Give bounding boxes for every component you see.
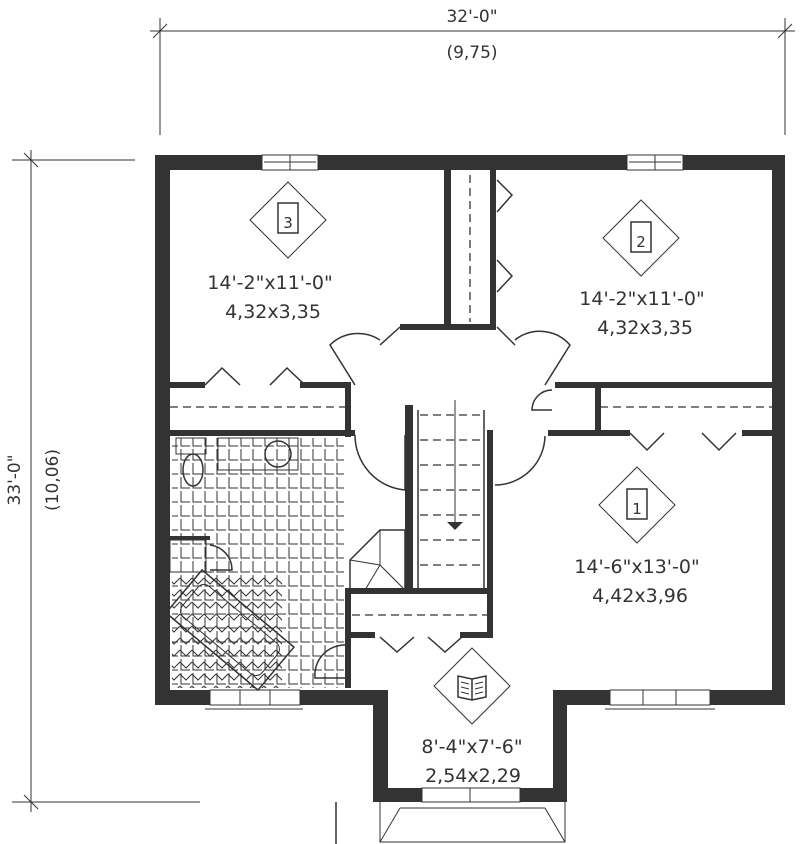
room-3-label: 3 14'-2"x11'-0" 4,32x3,35 xyxy=(207,181,333,323)
width-metric: (9,75) xyxy=(446,43,497,63)
bedroom-icon xyxy=(626,488,648,520)
room-1-label: 1 14'-6"x13'-0" 4,42x3,96 xyxy=(574,466,700,607)
sink-icon xyxy=(264,440,292,468)
bedroom-icon xyxy=(630,221,652,253)
svg-text:8'-4"x7'-6": 8'-4"x7'-6" xyxy=(421,736,522,758)
svg-text:2: 2 xyxy=(636,233,646,251)
svg-text:2,54x2,29: 2,54x2,29 xyxy=(425,765,521,787)
width-imperial: 32'-0" xyxy=(446,7,497,27)
toilet-icon xyxy=(182,453,204,487)
svg-text:1: 1 xyxy=(632,500,642,518)
study-label: 8'-4"x7'-6" 2,54x2,29 xyxy=(421,647,523,787)
bay-roof xyxy=(335,802,566,844)
bathroom-fixtures xyxy=(164,437,344,692)
bedroom-icon xyxy=(277,202,299,234)
room-2-label: 2 14'-2"x11'-0" 4,32x3,35 xyxy=(579,199,705,339)
svg-text:3: 3 xyxy=(283,214,293,232)
depth-metric: (10,06) xyxy=(43,449,63,511)
svg-text:4,32x3,35: 4,32x3,35 xyxy=(225,301,321,323)
svg-text:14'-2"x11'-0": 14'-2"x11'-0" xyxy=(207,272,332,294)
bathtub-icon xyxy=(164,568,296,692)
stair-arrow-icon xyxy=(447,522,463,530)
book-icon xyxy=(457,675,487,701)
closets xyxy=(170,175,772,654)
staircase xyxy=(349,400,485,591)
svg-text:4,32x3,35: 4,32x3,35 xyxy=(597,317,693,339)
vanity xyxy=(217,437,299,471)
depth-dimension: 33'-0" (10,06) xyxy=(5,150,200,812)
svg-text:14'-2"x11'-0": 14'-2"x11'-0" xyxy=(579,288,704,310)
svg-text:14'-6"x13'-0": 14'-6"x13'-0" xyxy=(574,556,699,578)
windows xyxy=(205,154,715,803)
width-dimension: 32'-0" (9,75) xyxy=(150,7,795,135)
doors xyxy=(209,326,571,679)
depth-imperial: 33'-0" xyxy=(5,454,25,505)
svg-text:4,42x3,96: 4,42x3,96 xyxy=(592,585,688,607)
